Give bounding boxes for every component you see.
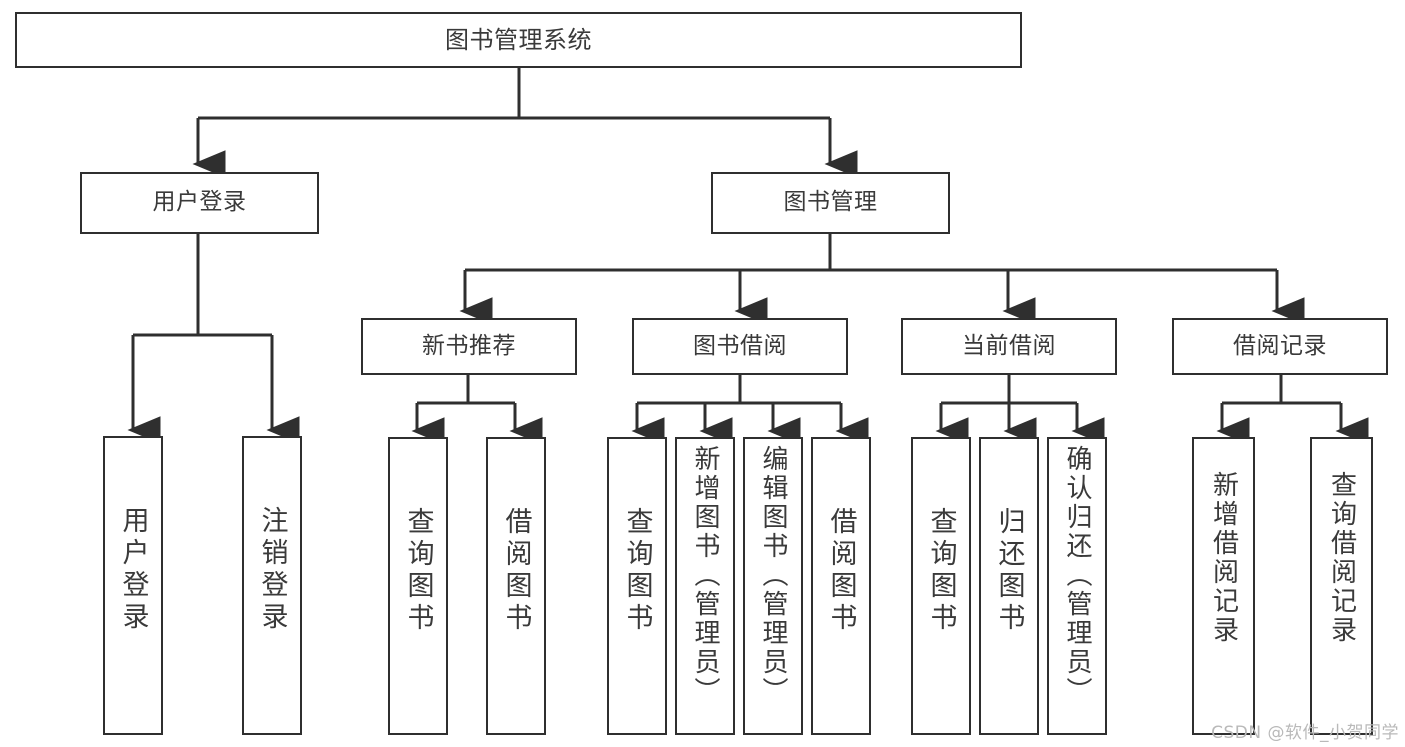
node-label: 用户登录 bbox=[117, 506, 149, 634]
node-label: 确认归还（管理员） bbox=[1062, 445, 1092, 706]
node-root-system[interactable]: 图书管理系统 bbox=[15, 12, 1022, 68]
leaf-book-borrow-query[interactable]: 查询图书 bbox=[607, 437, 667, 735]
node-user-login[interactable]: 用户登录 bbox=[80, 172, 319, 234]
leaf-current-borrow-query[interactable]: 查询图书 bbox=[911, 437, 971, 735]
node-label: 归还图书 bbox=[993, 507, 1025, 635]
leaf-borrow-records-query[interactable]: 查询借阅记录 bbox=[1310, 437, 1373, 735]
node-label: 新书推荐 bbox=[422, 332, 516, 359]
node-book-borrow[interactable]: 图书借阅 bbox=[632, 318, 848, 375]
node-label: 图书管理 bbox=[783, 189, 878, 216]
node-label: 借阅记录 bbox=[1233, 332, 1327, 359]
leaf-new-book-borrow[interactable]: 借阅图书 bbox=[486, 437, 546, 735]
leaf-book-borrow-borrow[interactable]: 借阅图书 bbox=[811, 437, 871, 735]
node-label: 新增图书（管理员） bbox=[690, 445, 720, 706]
leaf-new-book-query[interactable]: 查询图书 bbox=[388, 437, 448, 735]
node-current-borrow[interactable]: 当前借阅 bbox=[901, 318, 1117, 375]
leaf-borrow-records-add[interactable]: 新增借阅记录 bbox=[1192, 437, 1255, 735]
node-label: 图书借阅 bbox=[693, 332, 787, 359]
node-borrow-records[interactable]: 借阅记录 bbox=[1172, 318, 1388, 375]
leaf-user-login-login[interactable]: 用户登录 bbox=[103, 436, 163, 735]
leaf-current-borrow-return[interactable]: 归还图书 bbox=[979, 437, 1039, 735]
leaf-book-borrow-add[interactable]: 新增图书（管理员） bbox=[675, 437, 735, 735]
node-label: 查询借阅记录 bbox=[1326, 471, 1357, 645]
node-label: 查询图书 bbox=[925, 507, 957, 635]
leaf-book-borrow-edit[interactable]: 编辑图书（管理员） bbox=[743, 437, 803, 735]
node-label: 借阅图书 bbox=[500, 507, 532, 635]
leaf-current-borrow-confirm-return[interactable]: 确认归还（管理员） bbox=[1047, 437, 1107, 735]
node-label: 查询图书 bbox=[402, 507, 434, 635]
node-label: 注销登录 bbox=[256, 506, 288, 634]
leaf-user-login-logout[interactable]: 注销登录 bbox=[242, 436, 302, 735]
node-new-book-recommend[interactable]: 新书推荐 bbox=[361, 318, 577, 375]
node-label: 新增借阅记录 bbox=[1208, 471, 1239, 645]
csdn-watermark: CSDN @软件_小贺同学 bbox=[1211, 723, 1399, 743]
node-book-management[interactable]: 图书管理 bbox=[711, 172, 950, 234]
node-label: 查询图书 bbox=[621, 507, 653, 635]
node-label: 借阅图书 bbox=[825, 507, 857, 635]
node-label: 用户登录 bbox=[152, 189, 247, 216]
node-label: 当前借阅 bbox=[962, 332, 1056, 359]
node-label: 图书管理系统 bbox=[445, 25, 592, 54]
node-label: 编辑图书（管理员） bbox=[758, 445, 788, 706]
